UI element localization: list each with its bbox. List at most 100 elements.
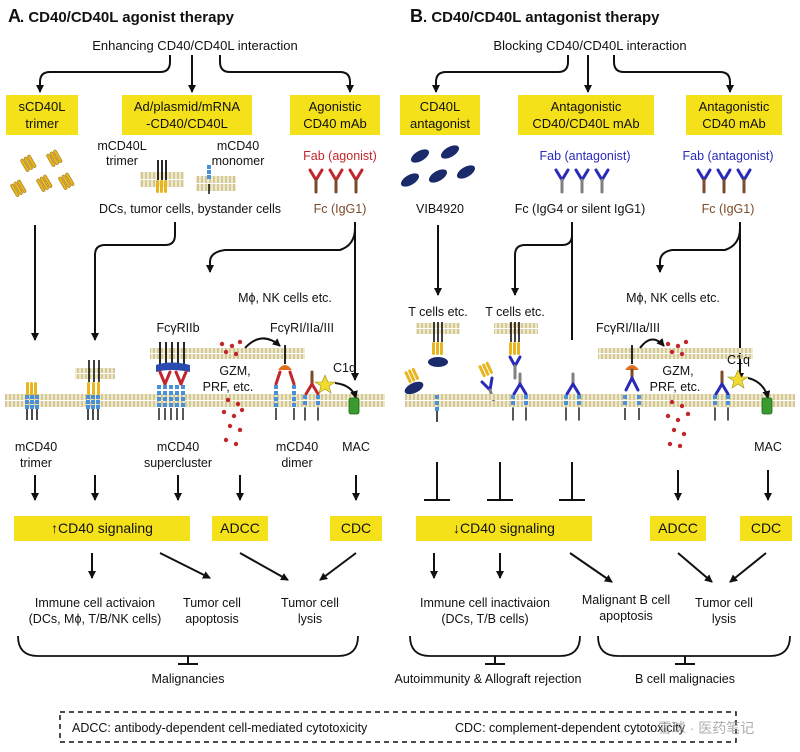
box-adcc-b	[650, 516, 706, 541]
c1q-star-icon-a	[314, 374, 336, 394]
label-mcd40-supercluster-line1: mCD40	[157, 440, 199, 454]
label-fab-antagonist-1: Fab (antagonist)	[539, 149, 630, 163]
label-t-cells-1: T cells etc.	[408, 305, 468, 319]
label-fc-igg1-a: Fc (IgG1)	[314, 202, 367, 216]
box-ad-plasmid-line2: -CD40/CD40L	[146, 116, 228, 131]
label-tumor-lysis-b-line1: Tumor cell	[695, 596, 753, 610]
inhibition-bars	[424, 462, 585, 501]
bracket-autoimmunity	[409, 635, 581, 657]
box-agonistic-line1: Agonistic	[309, 99, 362, 114]
scd40l-trimer-icon	[10, 149, 75, 197]
label-c1q-a: C1q	[333, 361, 356, 375]
agonist-antibody-icons	[308, 168, 364, 194]
box-cd40-signaling-down	[416, 516, 592, 541]
effector-membrane-b	[598, 348, 753, 353]
label-immune-inactivation-line2: (DCs, T/B cells)	[441, 612, 528, 626]
arrow-to-scd40l	[36, 55, 171, 93]
label-fcgri-iia-iii-b: FcγRI/IIa/III	[596, 321, 660, 335]
box-agonistic-cd40-mab	[290, 95, 380, 135]
label-cd40-signaling-up: ↑CD40 signaling	[51, 520, 153, 536]
t-cell-cd40l-antibody-icon	[508, 322, 522, 380]
box-antag-cd40-cd40l-line2: CD40/CD40L mAb	[532, 116, 639, 131]
box-ad-plasmid-line1: Ad/plasmid/mRNA	[134, 99, 241, 114]
mcd40-dimer-icon	[274, 345, 296, 420]
box-cd40l-antagonist-line1: CD40L	[420, 99, 460, 114]
mcd40-supercluster-icon	[156, 342, 190, 420]
label-malignant-b-apoptosis-line2: apoptosis	[599, 609, 653, 623]
legend-adcc: ADCC: antibody-dependent cell-mediated c…	[72, 721, 368, 735]
label-gzm-a-line2: PRF, etc.	[203, 380, 254, 394]
label-autoimmunity-allograft: Autoimmunity & Allograft rejection	[395, 672, 582, 686]
panel-b-letter: B	[410, 6, 423, 26]
legend-box	[59, 711, 737, 743]
label-mcd40-trimer-line1: mCD40	[15, 440, 57, 454]
label-immune-inactivation-line1: Immune cell inactivaion	[420, 596, 550, 610]
label-immune-activation-line1: Immune cell activaion	[35, 596, 155, 610]
arrow-mab-to-effectors	[206, 227, 356, 273]
box-adcc-a	[212, 516, 268, 541]
free-ligand-vib-icon	[404, 367, 424, 395]
label-cdc-b: CDC	[751, 520, 781, 536]
label-mcd40-trimer-line2: trimer	[20, 456, 52, 470]
watermark: 雪球 · 医药笔记	[658, 720, 754, 736]
panel-a-title: . CD40/CD40L agonist therapy	[20, 9, 235, 26]
target-membrane-b	[405, 394, 795, 400]
box-antagonistic-cd40-cd40l-mab	[518, 95, 654, 135]
arrow-to-agonistic-mab	[219, 55, 354, 93]
label-fcgri-iia-iii-a: FcγRI/IIa/III	[270, 321, 334, 335]
panel-a-subtitle: Enhancing CD40/CD40L interaction	[92, 38, 297, 53]
label-fcgriib: FcγRIIb	[156, 321, 199, 335]
antagonist-antibody-bound-c1q-icon	[713, 370, 730, 421]
box-agonistic-line2: CD40 mAb	[303, 116, 367, 131]
label-tumor-lysis-a-line1: Tumor cell	[281, 596, 339, 610]
legend-cdc: CDC: complement-dependent cytotoxicity	[455, 721, 686, 735]
label-mcd40-dimer-line2: dimer	[281, 456, 312, 470]
panel-b-subtitle: Blocking CD40/CD40L interaction	[493, 38, 686, 53]
box-antag-cd40-line1: Antagonistic	[699, 99, 770, 114]
label-malignancies: Malignancies	[152, 672, 225, 686]
c1q-star-icon-b	[727, 369, 749, 389]
box-scd40l-trimer	[6, 95, 78, 135]
label-b-cell-malignancies: B cell malignacies	[635, 672, 735, 686]
granzyme-granules-b	[665, 339, 691, 449]
label-mphi-nk-a: Mϕ, NK cells etc.	[238, 291, 332, 305]
panel-a: A . CD40/CD40L agonist therapy Enhancing…	[5, 6, 385, 686]
t-cell-cd40l-blocked-icon	[428, 322, 448, 367]
label-dcs-tumor-bystander: DCs, tumor cells, bystander cells	[99, 202, 281, 216]
label-tumor-apoptosis-line2: apoptosis	[185, 612, 239, 626]
label-fab-antagonist-2: Fab (antagonist)	[682, 149, 773, 163]
box-antagonistic-cd40-mab	[686, 95, 782, 135]
antagonist-antibody-icons-1	[554, 168, 610, 194]
bracket-malignancies	[17, 635, 359, 657]
label-adcc-b: ADCC	[658, 520, 698, 536]
label-mcd40-supercluster-line2: supercluster	[144, 456, 212, 470]
label-vib4920: VIB4920	[416, 202, 464, 216]
box-antag-cd40-line2: CD40 mAb	[702, 116, 766, 131]
label-c1q-b: C1q	[727, 353, 750, 367]
label-mcd40-dimer-line1: mCD40	[276, 440, 318, 454]
box-ad-plasmid-mrna	[122, 95, 252, 135]
label-mcd40-monomer-line2: monomer	[212, 154, 265, 168]
label-gzm-b-line1: GZM,	[662, 364, 693, 378]
label-mac-b: MAC	[754, 440, 782, 454]
arrow-fcgr-to-granules	[244, 337, 281, 349]
box-cdc-a	[330, 516, 382, 541]
cd40-monomer-b-icon	[435, 395, 439, 422]
label-mcd40l-trimer-line1: mCD40L	[97, 139, 146, 153]
arrow-cells-down	[91, 222, 176, 341]
panel-b: B . CD40/CD40L antagonist therapy Blocki…	[395, 6, 795, 686]
bracket-b-cell-malignancies	[597, 635, 791, 657]
label-tumor-lysis-b-line2: lysis	[712, 612, 736, 626]
box-scd40l-line2: trimer	[25, 116, 59, 131]
panel-b-title: . CD40/CD40L antagonist therapy	[423, 9, 660, 26]
label-mcd40-monomer-line1: mCD40	[217, 139, 259, 153]
label-cd40-signaling-down: ↓CD40 signaling	[453, 520, 555, 536]
target-membrane-a	[5, 394, 385, 400]
box-scd40l-line1: sCD40L	[19, 99, 66, 114]
box-antag-cd40-cd40l-line1: Antagonistic	[551, 99, 622, 114]
granzyme-granules-a	[219, 339, 245, 447]
label-fab-agonist: Fab (agonist)	[303, 149, 377, 163]
box-cdc-b	[740, 516, 792, 541]
label-mcd40l-trimer-line2: trimer	[106, 154, 138, 168]
